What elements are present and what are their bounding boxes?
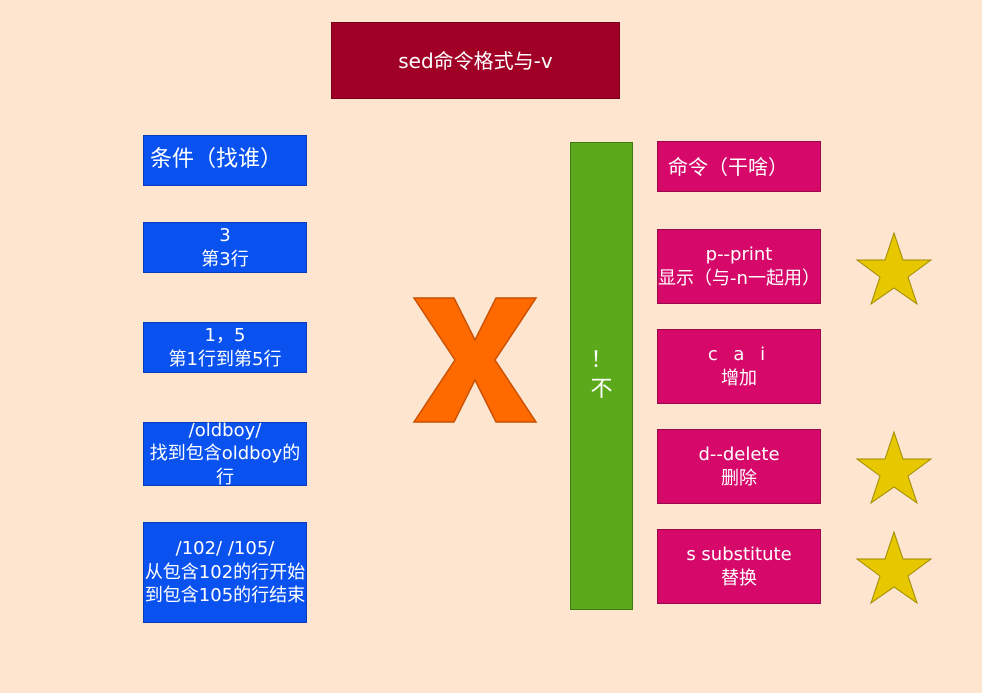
negation-bar: ！ 不 xyxy=(570,142,633,610)
condition-line-3-expr: 3 xyxy=(219,225,231,247)
command-substitute-name: s substitute xyxy=(686,544,792,566)
condition-pattern-oldboy-desc: 找到包含oldboy的行 xyxy=(149,443,301,488)
condition-line-3-desc: 第3行 xyxy=(201,248,249,270)
condition-pattern-oldboy-expr: /oldboy/ xyxy=(188,419,262,441)
star-icon xyxy=(855,430,933,505)
star-icon xyxy=(855,231,933,306)
condition-range-1-5-expr: 1，5 xyxy=(204,325,246,347)
command-add-name: c a i xyxy=(707,344,771,366)
condition-header: 条件（找谁） xyxy=(143,135,307,186)
command-substitute: s substitute 替换 xyxy=(657,529,821,604)
condition-line-3: 3 第3行 xyxy=(143,222,307,273)
command-add-desc: 增加 xyxy=(721,367,757,389)
command-print-name: p--print xyxy=(705,244,773,266)
command-add: c a i 增加 xyxy=(657,329,821,404)
condition-pattern-range: /102/ /105/ 从包含102的行开始到包含105的行结束 xyxy=(143,522,307,623)
condition-pattern-range-desc: 从包含102的行开始到包含105的行结束 xyxy=(144,561,306,607)
negation-symbol: ！ xyxy=(590,348,613,374)
command-print-desc: 显示（与-n一起用） xyxy=(658,267,820,289)
condition-pattern-oldboy: /oldboy/ 找到包含oldboy的行 xyxy=(143,419,307,488)
condition-pattern-range-expr: /102/ /105/ xyxy=(175,538,275,560)
x-mark-icon xyxy=(412,297,538,423)
negation-label: 不 xyxy=(590,377,613,402)
condition-range-1-5: 1，5 第1行到第5行 xyxy=(143,322,307,373)
command-delete-desc: 删除 xyxy=(721,467,757,489)
diagram-title: sed命令格式与-v xyxy=(331,22,620,99)
star-icon xyxy=(855,530,933,605)
command-print: p--print 显示（与-n一起用） xyxy=(657,229,821,304)
condition-range-1-5-desc: 第1行到第5行 xyxy=(168,348,282,370)
command-substitute-desc: 替换 xyxy=(721,567,757,589)
command-delete: d--delete 删除 xyxy=(657,429,821,504)
command-delete-name: d--delete xyxy=(698,444,780,466)
command-header: 命令（干啥） xyxy=(657,141,821,192)
